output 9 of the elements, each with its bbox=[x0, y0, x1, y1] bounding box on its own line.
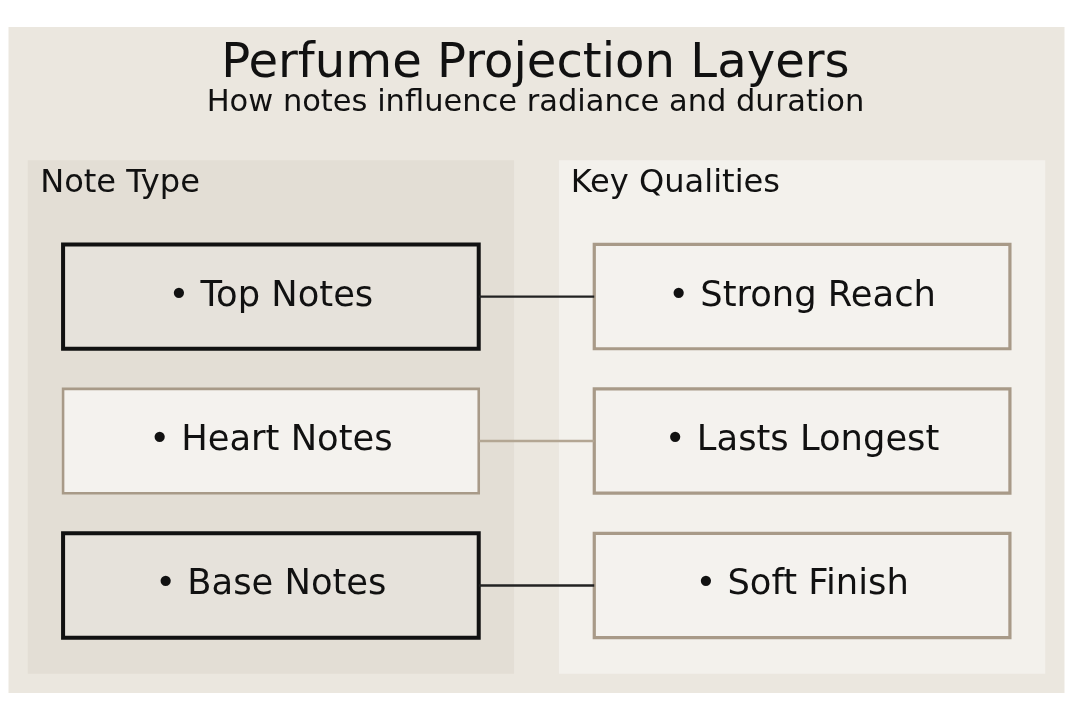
node-box: • Base Notes bbox=[61, 531, 481, 640]
node-box: • Lasts Longest bbox=[592, 387, 1012, 495]
node-box: • Heart Notes bbox=[61, 387, 480, 495]
connector bbox=[478, 295, 595, 298]
connector bbox=[478, 439, 595, 443]
connector bbox=[478, 584, 595, 587]
node-box: • Strong Reach bbox=[592, 242, 1012, 351]
node-box: • Soft Finish bbox=[592, 531, 1012, 640]
node-box: • Top Notes bbox=[61, 242, 481, 351]
